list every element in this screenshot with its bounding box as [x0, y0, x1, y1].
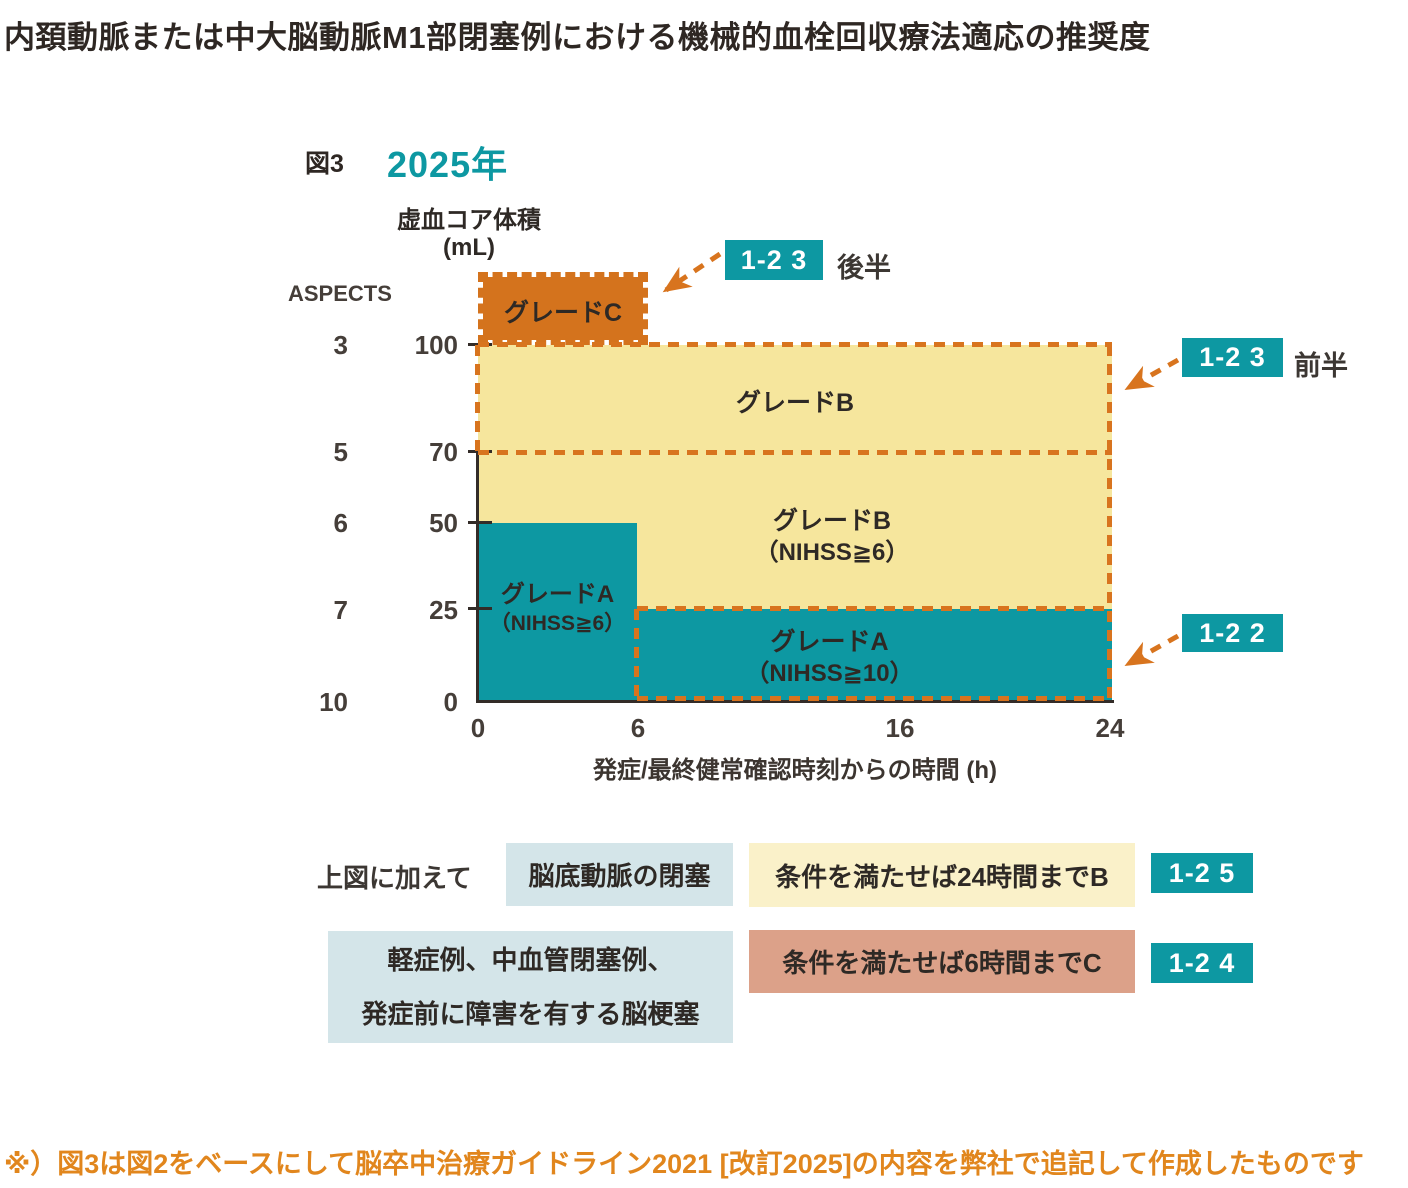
region-grade-c-box [478, 272, 648, 345]
grade-b-label: グレードB [735, 389, 855, 417]
ref-badge-1-2-3-kouhan: 1-2 3 [725, 240, 823, 280]
y-tick-25 [468, 607, 492, 610]
ml-tick-100: 100 [414, 330, 458, 360]
grade-c-label: グレードC [503, 299, 623, 327]
ref-badge-1-2-4: 1-2 4 [1151, 943, 1253, 983]
y-tick-50 [468, 521, 492, 524]
dashed-line-6h [634, 609, 639, 702]
legend-prefix: 上図に加えて [317, 863, 472, 893]
arrow-grade-b [1124, 357, 1180, 391]
y-axis-title: 虚血コア体積 [397, 207, 541, 234]
legend-mild-cases-line2: 発症前に障害を有する脳梗塞 [361, 999, 700, 1029]
grade-b-nihss6-label: グレードB （NIHSS≧6） [637, 506, 1027, 568]
grade-b-nihss6-line1: グレードB [772, 507, 892, 535]
grade-a-nihss6-line1: グレードA [500, 581, 615, 608]
aspects-tick-5: 5 [333, 437, 348, 467]
figure-year: 2025年 [387, 144, 509, 185]
figure-label: 図3 [305, 150, 344, 178]
region-grade-a-nihss10-fill [637, 609, 1112, 702]
ref-badge-1-2-3-zenhan: 1-2 3 [1182, 338, 1283, 377]
grade-a-nihss10-line2: （NIHSS≧10） [745, 660, 914, 687]
grade-a-nihss10-label: グレードA （NIHSS≧10） [637, 627, 1022, 689]
legend-mild-cases-line1: 軽症例、中血管閉塞例、 [387, 945, 674, 975]
legend-mild-cases-box: 軽症例、中血管閉塞例、 発症前に障害を有する脳梗塞 [328, 931, 733, 1043]
y-axis-unit: (mL) [443, 234, 495, 261]
dashed-line-70ml [478, 450, 1112, 455]
ref-badge-1-2-5: 1-2 5 [1151, 853, 1253, 893]
footnote: ※）図3は図2をベースにして脳卒中治療ガイドライン2021 [改訂2025]の内… [4, 1149, 1364, 1179]
x-tick-16: 16 [885, 713, 915, 743]
grade-b-nihss6-line2: （NIHSS≧6） [754, 539, 910, 566]
legend-basilar-occlusion-box: 脳底動脈の閉塞 [506, 843, 733, 906]
x-axis-title: 発症/最終健常確認時刻からの時間 (h) [593, 757, 997, 784]
dashed-line-25ml [637, 606, 1112, 611]
grade-a-nihss6-label: グレードA （NIHSS≧6） [478, 580, 637, 638]
ml-tick-70: 70 [429, 437, 458, 467]
dashed-line-24h [1107, 345, 1112, 702]
aspects-tick-10: 10 [319, 687, 348, 717]
x-tick-6: 6 [630, 713, 646, 743]
region-grade-a-nihss6-fill [478, 523, 637, 702]
ml-tick-50: 50 [429, 508, 458, 538]
aspects-axis-header: ASPECTS [288, 281, 392, 306]
legend-24h-grade-b-box: 条件を満たせば24時間までB [749, 843, 1135, 907]
badge-suffix-zenhan: 前半 [1294, 351, 1348, 381]
dashed-line-bottom [637, 696, 1112, 701]
ml-tick-0: 0 [443, 687, 458, 717]
x-tick-24: 24 [1095, 713, 1125, 743]
grade-a-nihss6-line2: （NIHSS≧6） [489, 612, 626, 635]
arrow-grade-a [1124, 633, 1180, 667]
y-axis-line [476, 450, 479, 703]
legend-6h-grade-c-box: 条件を満たせば6時間までC [749, 930, 1135, 993]
aspects-tick-7: 7 [333, 595, 348, 625]
grade-a-nihss10-line1: グレードA [770, 628, 889, 656]
ml-tick-25: 25 [429, 595, 458, 625]
x-axis-line [476, 700, 1114, 703]
ref-badge-1-2-2: 1-2 2 [1182, 614, 1283, 652]
dashed-line-left-edge [475, 345, 480, 452]
aspects-tick-6: 6 [333, 508, 348, 538]
aspects-tick-3: 3 [333, 330, 348, 360]
x-tick-0: 0 [470, 713, 486, 743]
page-title: 内頚動脈または中大脳動脈M1部閉塞例における機械的血栓回収療法適応の推奨度 [4, 20, 1151, 55]
badge-suffix-kouhan: 後半 [837, 253, 891, 283]
dashed-line-100ml [478, 342, 1112, 347]
arrow-grade-c [662, 251, 722, 293]
